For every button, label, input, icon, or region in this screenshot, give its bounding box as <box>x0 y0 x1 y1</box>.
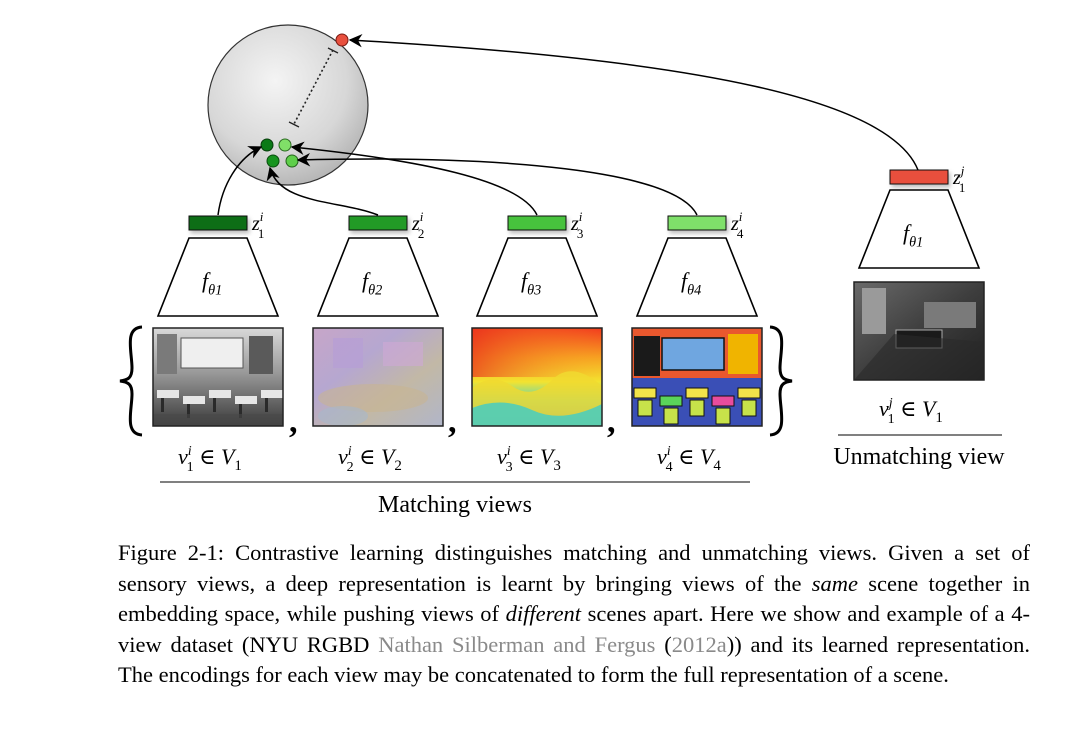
embedding-point-z1 <box>260 138 274 152</box>
view-encoder-4-z-label: zi 4 <box>730 209 744 241</box>
view-encoder-2-z-label-sub: 2 <box>418 226 425 241</box>
view-encoder-3-f-label-base: f <box>521 268 530 293</box>
separator-comma-3: , <box>607 403 616 440</box>
view-encoder-2-code-bar <box>348 215 408 231</box>
unmatching-encoder-encoder-trapezoid <box>857 189 981 269</box>
caption-text-4: ( <box>655 631 672 657</box>
repulsion-cap-bottom <box>288 121 300 128</box>
arrow-z2 <box>266 166 379 216</box>
caption-emphasis-same: same <box>811 570 858 596</box>
caption-text-1: Figure 2-1: Contrastive learning disting… <box>118 540 1030 596</box>
view-encoder-2-f-label-base: f <box>362 268 371 293</box>
right-curly-brace <box>769 325 793 437</box>
unmatching-view-label: Unmatching view <box>833 444 1005 470</box>
unmatching-encoder-f-label-base: f <box>903 220 912 245</box>
caption-text-2: scene together in embedding space, while… <box>118 570 1030 627</box>
figure-caption: Figure 2-1: Contrastive learning disting… <box>118 538 1030 691</box>
repulsion-dotted-line <box>293 49 334 125</box>
view-encoder-2-f-label: fθ2 <box>362 268 382 299</box>
caption-emphasis-different: different <box>505 601 582 626</box>
view-encoder-4-z-label-sup: i <box>739 209 743 224</box>
matching-views-label: Matching views <box>378 492 532 518</box>
embedding-point-negative <box>335 33 349 47</box>
view-encoder-3-z-label-sub: 3 <box>577 226 584 241</box>
view-encoder-1-z-label-sup: i <box>260 209 264 224</box>
caption-text-3: scenes apart. Here we show and example o… <box>118 601 1030 657</box>
embedding-point-z3 <box>266 154 280 168</box>
view-encoder-1-z-label-base: z <box>251 213 260 235</box>
embedding-point-z4 <box>285 154 299 168</box>
unmatching-encoder-z-label-sup: j <box>959 163 965 178</box>
unmatching-encoder-f-label: fθ1 <box>903 220 923 251</box>
view-encoder-1-f-label-base: f <box>202 268 211 293</box>
view-encoder-3-z-label-sup: i <box>579 209 583 224</box>
left-curly-brace <box>119 325 143 437</box>
view-encoder-3-f-label: fθ3 <box>521 268 541 299</box>
caption-text-5: )) and its learned representation. The e… <box>118 631 1030 688</box>
arrow-z3 <box>290 141 538 216</box>
view-encoder-4-f-label-sub: θ4 <box>687 283 701 299</box>
separator-comma-2: , <box>448 403 457 440</box>
view-encoder-1-f-label-sub: θ1 <box>208 283 222 299</box>
embedding-space-sphere <box>207 24 369 186</box>
view-encoder-4-code-bar <box>667 215 727 231</box>
unmatching-encoder-f-label-sub: θ1 <box>909 235 923 251</box>
view-encoder-2-z-label: zi 2 <box>411 209 424 241</box>
unmatching-encoder-z-label: zj 1 <box>952 163 965 195</box>
unmatching-encoder-code-bar <box>889 169 949 185</box>
view-encoder-4-encoder-trapezoid <box>635 237 759 317</box>
citation-authors-link[interactable]: Nathan Silberman and Fergus <box>378 631 656 657</box>
view-encoder-3-z-label-base: z <box>570 213 579 235</box>
view-encoder-1-code-bar <box>188 215 248 231</box>
embedding-point-z2 <box>278 138 292 152</box>
view-encoder-3-code-bar <box>507 215 567 231</box>
view-encoder-4-z-label-base: z <box>730 213 739 235</box>
arrow-z4 <box>296 152 698 216</box>
view-encoder-1-z-label: zi 1 <box>251 209 264 241</box>
arrow-z1 <box>217 146 263 216</box>
view-encoder-1-encoder-trapezoid <box>156 237 280 317</box>
view-encoder-2-f-label-sub: θ2 <box>368 283 382 299</box>
view-encoder-1-f-label: fθ1 <box>202 268 222 299</box>
citation-year-link[interactable]: 2012a <box>671 631 727 657</box>
unmatching-encoder-z-label-sub: 1 <box>959 180 966 195</box>
view-encoder-1-z-label-sub: 1 <box>258 226 265 241</box>
view-encoder-2-encoder-trapezoid <box>316 237 440 317</box>
view-encoder-4-z-label-sub: 4 <box>737 226 744 241</box>
view-encoder-4-f-label-base: f <box>681 268 690 293</box>
view-encoder-2-z-label-sup: i <box>420 209 424 224</box>
separator-comma-1: , <box>289 403 298 440</box>
view-encoder-4-f-label: fθ4 <box>681 268 701 299</box>
repulsion-cap-top <box>327 47 339 54</box>
view-encoder-3-f-label-sub: θ3 <box>527 283 541 299</box>
unmatching-encoder-z-label-base: z <box>952 167 961 189</box>
view-encoder-3-encoder-trapezoid <box>475 237 599 317</box>
view-encoder-3-z-label: zi 3 <box>570 209 583 241</box>
arrow-unmatching <box>348 33 919 171</box>
view-encoder-2-z-label-base: z <box>411 213 420 235</box>
